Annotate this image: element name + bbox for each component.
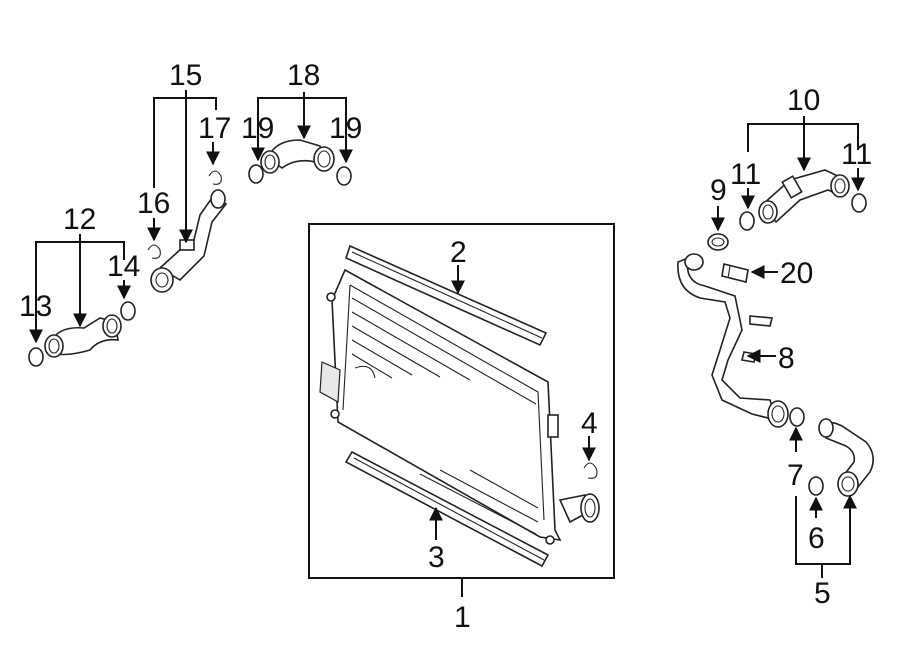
pipe-15 xyxy=(150,189,228,293)
callout-labels: 1 2 3 4 5 6 7 8 9 10 11 11 12 13 14 15 1… xyxy=(19,59,872,634)
callout-10: 10 xyxy=(787,84,820,117)
callout-15: 15 xyxy=(169,59,202,92)
intercooler-core xyxy=(319,268,600,545)
o-ring-11-right xyxy=(851,193,867,213)
callout-1: 1 xyxy=(454,601,471,634)
o-ring-11-left xyxy=(739,211,755,231)
callout-4: 4 xyxy=(581,407,598,440)
o-ring-14 xyxy=(120,301,136,321)
pipe-8 xyxy=(677,253,789,428)
bracket-18 xyxy=(257,97,347,102)
o-ring-19-left xyxy=(248,164,264,184)
hose-18 xyxy=(260,139,335,174)
callout-12: 12 xyxy=(63,203,96,236)
callout-19-right: 19 xyxy=(329,112,362,145)
clip-16 xyxy=(147,244,161,259)
clip-17 xyxy=(208,170,222,185)
o-ring-7 xyxy=(789,407,805,427)
callout-16: 16 xyxy=(137,187,170,220)
callout-14: 14 xyxy=(107,250,140,283)
callout-18: 18 xyxy=(287,59,320,92)
upper-air-deflector xyxy=(345,244,548,347)
o-ring-6 xyxy=(808,476,824,496)
callout-20: 20 xyxy=(780,257,813,290)
callout-17: 17 xyxy=(198,112,231,145)
lower-air-deflector xyxy=(344,450,550,568)
callout-6: 6 xyxy=(808,522,825,555)
callout-2: 2 xyxy=(450,236,467,269)
callout-19-left: 19 xyxy=(241,112,274,145)
hose-5 xyxy=(818,418,874,497)
intercooler-assembly xyxy=(308,223,615,597)
clamp-9 xyxy=(707,233,729,251)
right-hose-group xyxy=(677,116,874,578)
o-ring-4 xyxy=(583,462,598,479)
left-hose-group xyxy=(28,90,353,367)
callout-9: 9 xyxy=(710,174,727,207)
callout-11-left: 11 xyxy=(730,158,761,191)
callout-13: 13 xyxy=(19,290,52,323)
o-ring-13 xyxy=(28,347,44,367)
o-ring-19-right xyxy=(336,166,352,186)
hose-12 xyxy=(44,314,122,358)
callout-5: 5 xyxy=(814,577,831,610)
callout-7: 7 xyxy=(787,459,804,492)
sensor-20 xyxy=(721,263,749,283)
hose-10 xyxy=(758,169,850,224)
callout-8: 8 xyxy=(778,342,795,375)
callout-3: 3 xyxy=(428,541,445,574)
callout-11-right: 11 xyxy=(841,138,872,171)
